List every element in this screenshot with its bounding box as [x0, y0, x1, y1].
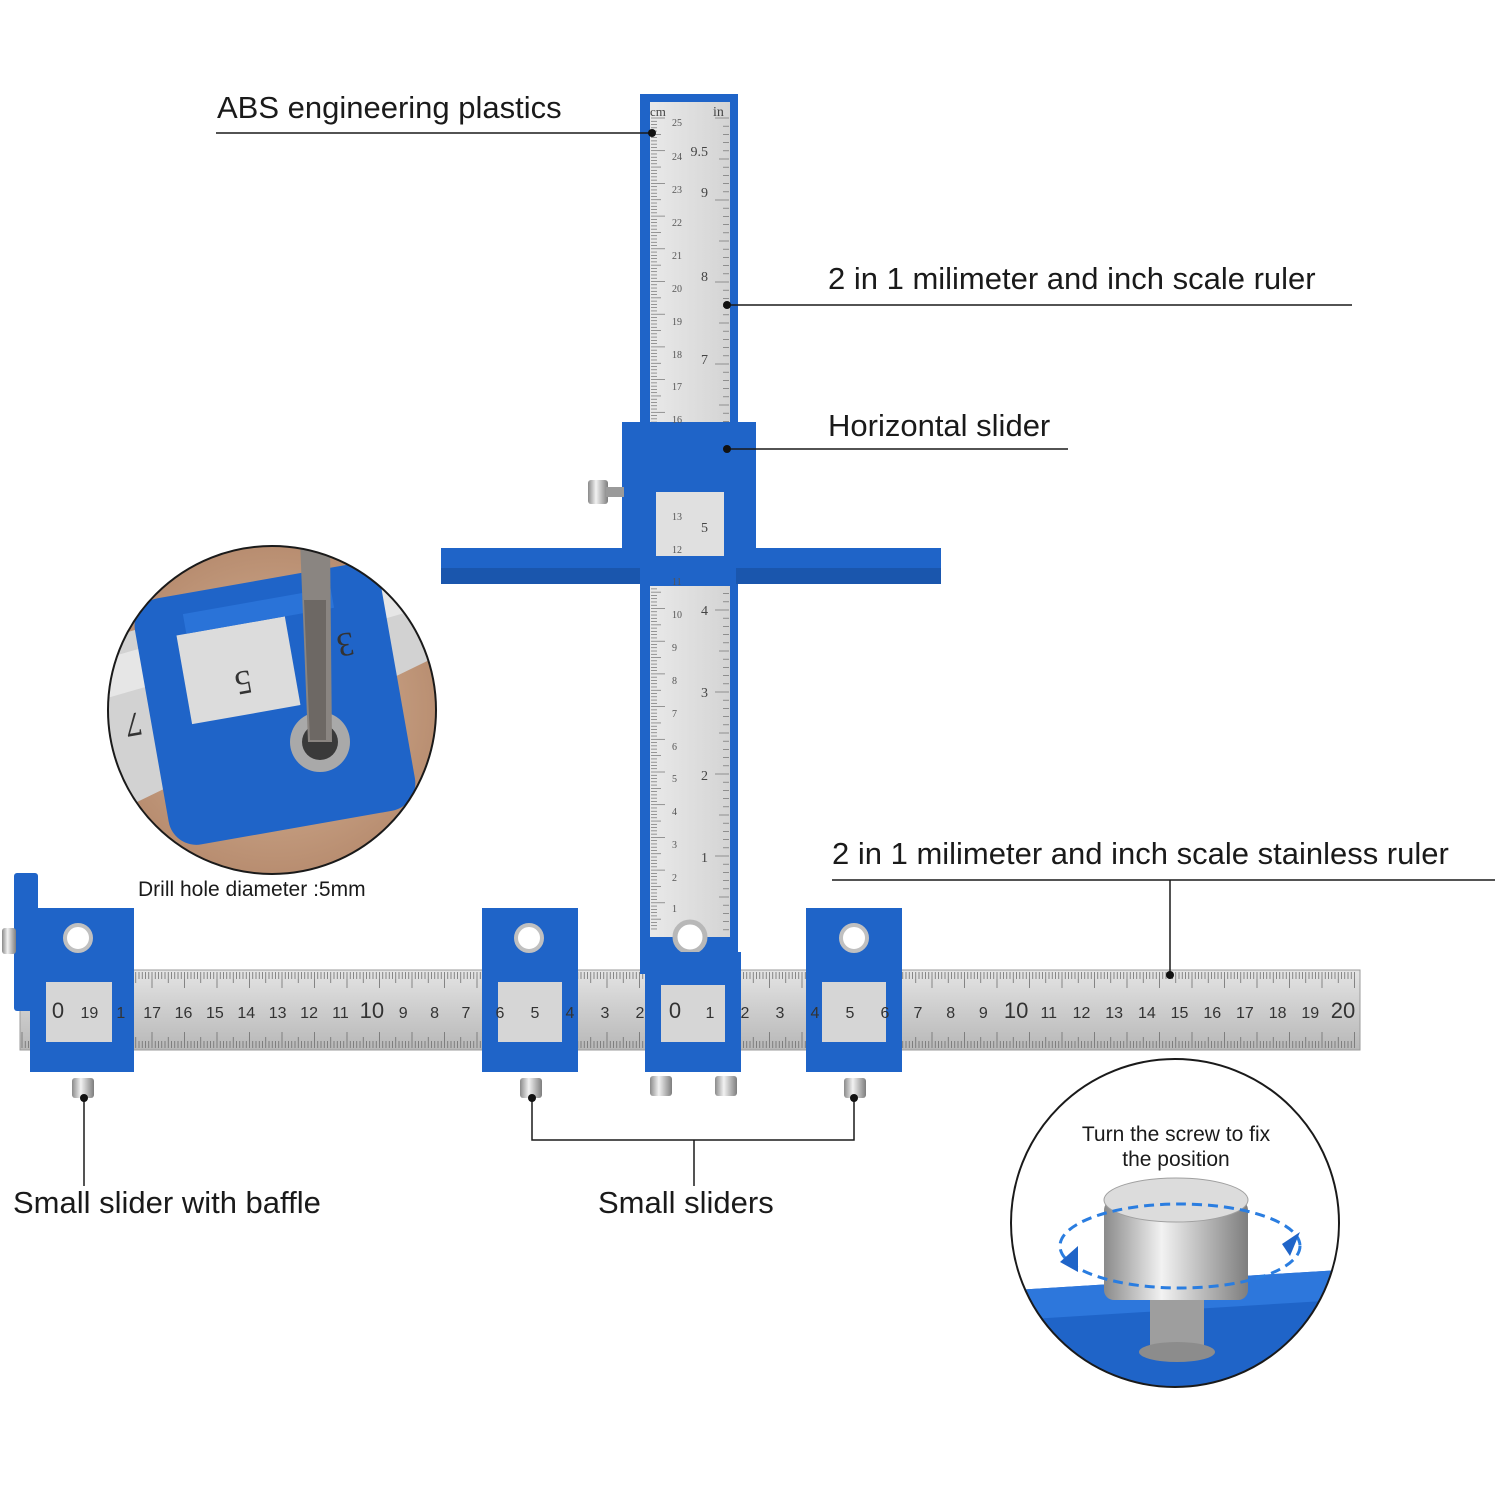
- ruler-number: 16: [175, 1005, 193, 1022]
- screw-note-line1: Turn the screw to fix: [1081, 1123, 1271, 1146]
- ruler-number: 14: [237, 1005, 255, 1022]
- ruler-number: 3: [601, 1005, 610, 1022]
- label-small-sliders: Small sliders: [598, 1185, 774, 1220]
- cm-number: 3: [672, 840, 677, 851]
- ruler-number: 1: [116, 1005, 125, 1022]
- ruler-number: 19: [80, 1005, 98, 1022]
- cm-number: 4: [672, 807, 677, 818]
- ruler-number: 12: [300, 1005, 318, 1022]
- horizontal-slider: [441, 422, 941, 586]
- inch-number: 2: [701, 769, 708, 784]
- inch-number: 5: [701, 521, 708, 536]
- inch-number: 9: [701, 186, 708, 201]
- ruler-number: 1: [706, 1005, 715, 1022]
- cm-number: 2: [672, 873, 677, 884]
- zoom-digit-5: 5: [232, 662, 255, 701]
- cm-number: 25: [672, 118, 682, 129]
- cm-number: 17: [672, 382, 682, 393]
- cm-number: 1: [672, 904, 677, 915]
- cm-number: 5: [672, 774, 677, 785]
- cm-number: 23: [672, 185, 682, 196]
- inch-number: 3: [701, 686, 708, 701]
- ruler-number: 2: [741, 1005, 750, 1022]
- cm-number: 8: [672, 676, 677, 687]
- cm-number: 11: [672, 577, 682, 588]
- label-horizontal-slider: Horizontal slider: [828, 408, 1051, 443]
- ruler-number: 4: [566, 1005, 575, 1022]
- zoom-digit-7: 7: [122, 704, 145, 743]
- ruler-number: 10: [360, 998, 384, 1023]
- ruler-number: 5: [531, 1005, 540, 1022]
- label-vertical-ruler: 2 in 1 milimeter and inch scale ruler: [828, 261, 1316, 296]
- center-slider: [645, 952, 741, 1096]
- cm-number: 10: [672, 610, 682, 621]
- cm-number: 13: [672, 512, 682, 523]
- ruler-number: 13: [269, 1005, 287, 1022]
- ruler-number: 7: [914, 1005, 923, 1022]
- ruler-number: 11: [1040, 1005, 1057, 1022]
- ruler-number: 17: [143, 1005, 161, 1022]
- callout-lines: [83, 132, 1495, 1186]
- screw-note-line2: the position: [1122, 1148, 1230, 1171]
- ruler-number: 18: [1269, 1005, 1287, 1022]
- label-screw-note: Turn the screw to fix the position: [1040, 1122, 1312, 1172]
- ruler-number: 16: [1203, 1005, 1221, 1022]
- ruler-number: 12: [1073, 1005, 1091, 1022]
- small-slider-left: [482, 908, 578, 1098]
- ruler-number: 15: [1171, 1005, 1189, 1022]
- ruler-number: 7: [462, 1005, 471, 1022]
- label-stainless-ruler: 2 in 1 milimeter and inch scale stainles…: [832, 836, 1449, 871]
- ruler-number: 9: [979, 1005, 988, 1022]
- screw-zoom-circle: [1010, 1058, 1340, 1388]
- cm-number: 7: [672, 709, 677, 720]
- ruler-number: 13: [1105, 1005, 1123, 1022]
- cm-number: 24: [672, 152, 682, 163]
- label-drill-hole: Drill hole diameter :5mm: [138, 878, 366, 901]
- cm-number: 6: [672, 742, 677, 753]
- ruler-number: 20: [1331, 998, 1355, 1023]
- ruler-number: 6: [496, 1005, 505, 1022]
- ruler-number: 19: [1301, 1005, 1319, 1022]
- ruler-number: 15: [206, 1005, 224, 1022]
- ruler-number: 14: [1138, 1005, 1156, 1022]
- inch-number: 4: [701, 604, 708, 619]
- cm-number: 12: [672, 545, 682, 556]
- label-abs-plastics: ABS engineering plastics: [217, 90, 562, 125]
- ruler-number: 9: [399, 1005, 408, 1022]
- ruler-number: 3: [776, 1005, 785, 1022]
- ruler-number: 17: [1236, 1005, 1254, 1022]
- ruler-number: 11: [332, 1005, 349, 1022]
- ruler-number: 10: [1004, 998, 1028, 1023]
- ruler-number: 4: [811, 1005, 820, 1022]
- cm-number: 19: [672, 317, 682, 328]
- inch-number: 1: [701, 851, 708, 866]
- cm-number: 9: [672, 643, 677, 654]
- cm-unit-label: cm: [650, 104, 666, 119]
- in-unit-label: in: [713, 105, 724, 120]
- ruler-number: 8: [430, 1005, 439, 1022]
- ruler-number: 2: [636, 1005, 645, 1022]
- drill-zoom-circle: 3 5 7: [107, 545, 437, 875]
- ruler-number: 6: [881, 1005, 890, 1022]
- cm-number: 20: [672, 284, 682, 295]
- cm-number: 18: [672, 350, 682, 361]
- small-slider-right: [806, 908, 902, 1098]
- label-baffle-slider: Small slider with baffle: [13, 1185, 321, 1220]
- inch-number: 7: [701, 353, 708, 368]
- zoom-digit-3: 3: [334, 624, 357, 663]
- ruler-number: 0: [52, 998, 64, 1023]
- callout-dots: [80, 129, 1174, 1102]
- ruler-number: 8: [946, 1005, 955, 1022]
- baffle-slider: [2, 873, 134, 1098]
- cm-number: 16: [672, 415, 682, 426]
- cm-number: 22: [672, 218, 682, 229]
- ruler-number: 5: [846, 1005, 855, 1022]
- ruler-number: 0: [669, 998, 681, 1023]
- inch-number: 9.5: [691, 145, 709, 160]
- inch-number: 8: [701, 270, 708, 285]
- cm-number: 21: [672, 251, 682, 262]
